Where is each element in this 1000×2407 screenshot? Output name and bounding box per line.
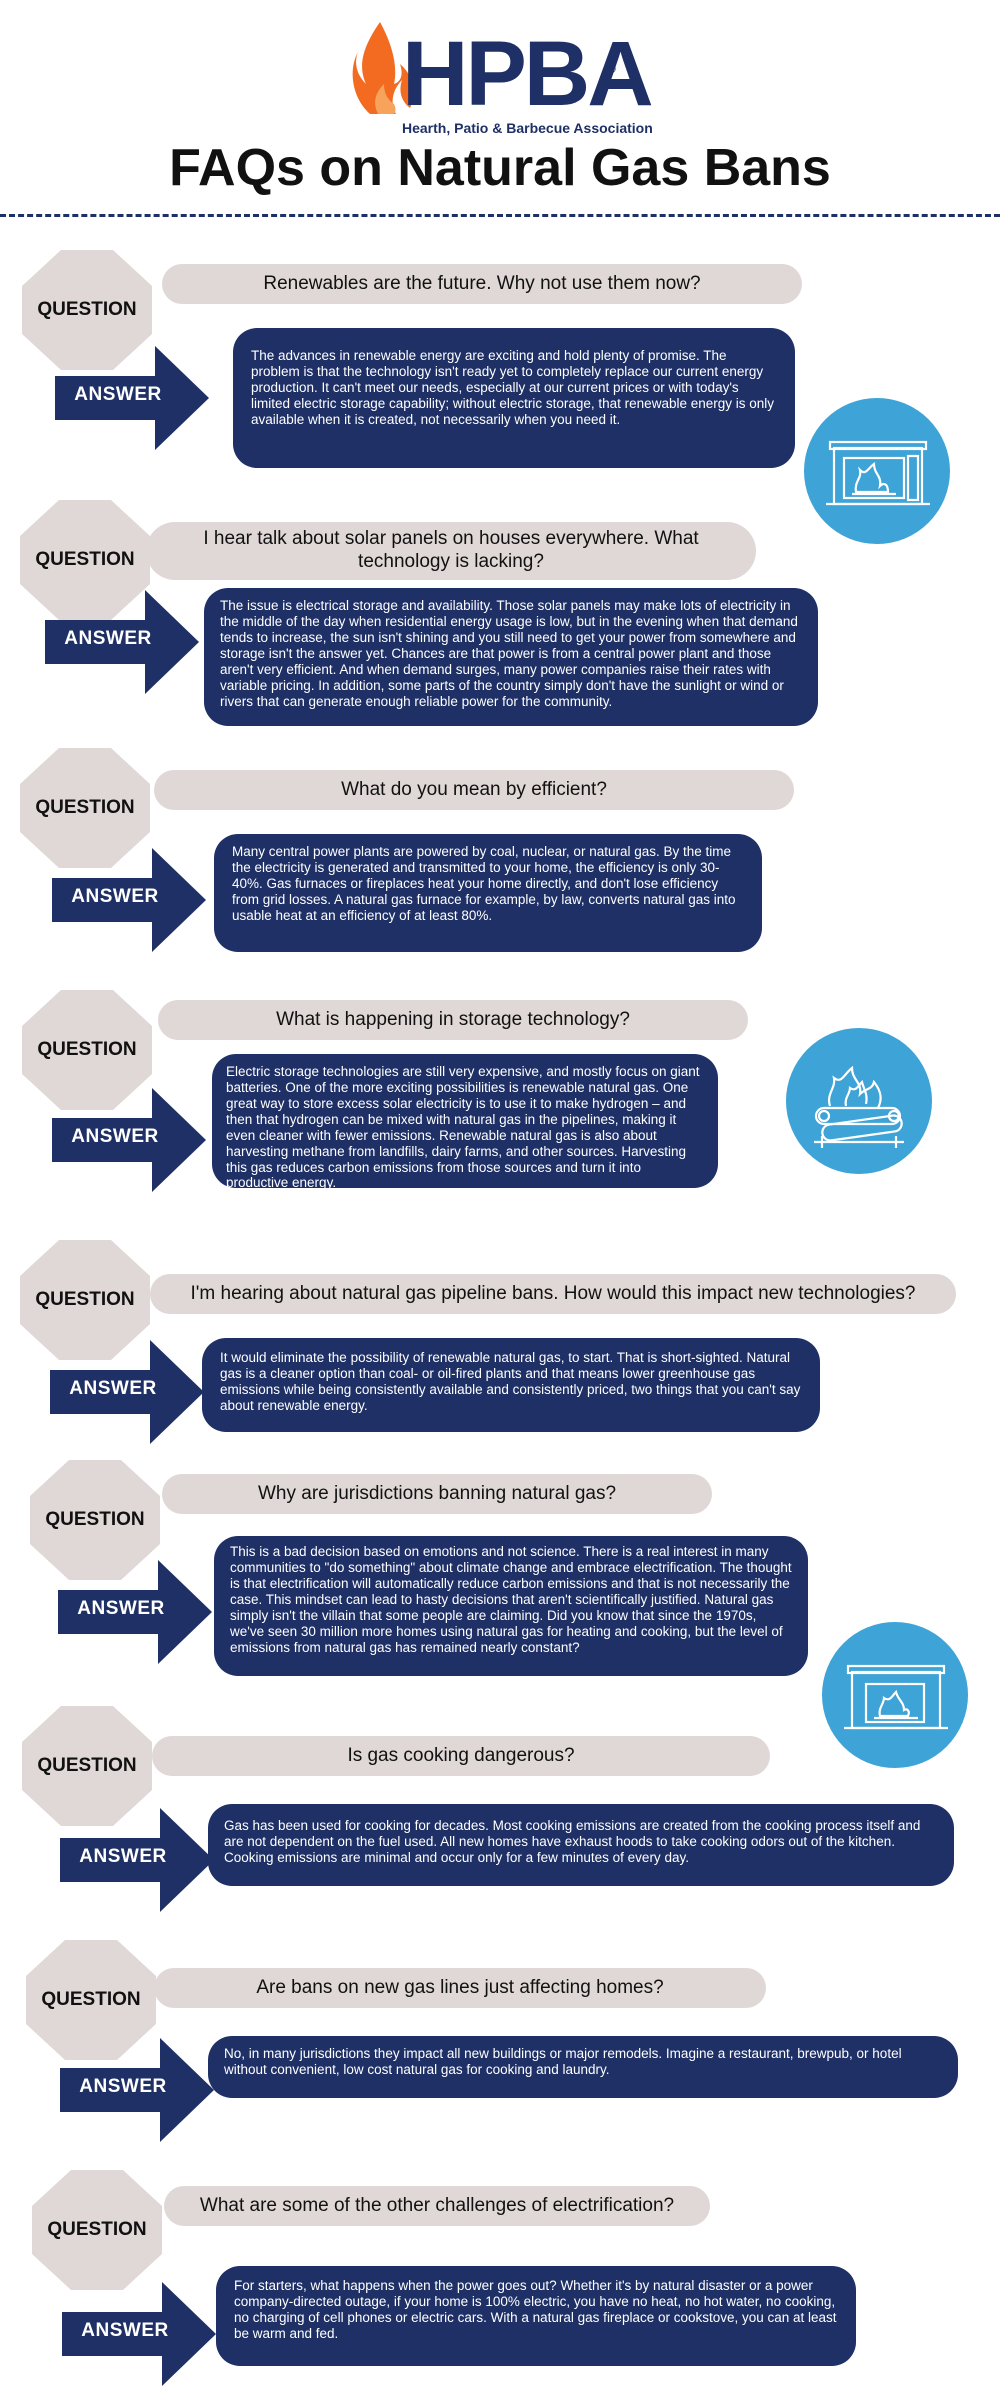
answer-box: It would eliminate the possibility of re…	[202, 1338, 820, 1432]
question-text-box: What are some of the other challenges of…	[164, 2186, 710, 2226]
answer-text: The issue is electrical storage and avai…	[220, 598, 798, 709]
question-text-box: I'm hearing about natural gas pipeline b…	[150, 1274, 956, 1314]
answer-arrow: ANSWER	[45, 590, 199, 694]
illustration-fireplace-1	[804, 398, 950, 544]
answer-text: Many central power plants are powered by…	[232, 844, 736, 923]
question-badge: QUESTION	[22, 990, 152, 1110]
question-text: Are bans on new gas lines just affecting…	[256, 1976, 664, 1998]
question-text-box: What is happening in storage technology?	[158, 1000, 748, 1040]
answer-text: For starters, what happens when the powe…	[234, 2278, 837, 2341]
question-badge: QUESTION	[22, 1706, 152, 1826]
answer-box: Many central power plants are powered by…	[214, 834, 762, 952]
question-badge: QUESTION	[30, 1460, 160, 1580]
answer-arrow: ANSWER	[52, 1088, 206, 1192]
answer-box: For starters, what happens when the powe…	[216, 2266, 856, 2366]
question-badge: QUESTION	[20, 1240, 150, 1360]
answer-box: No, in many jurisdictions they impact al…	[208, 2036, 958, 2098]
answer-arrow: ANSWER	[50, 1340, 204, 1444]
question-text-box: Renewables are the future. Why not use t…	[162, 264, 802, 304]
answer-arrow: ANSWER	[58, 1560, 212, 1664]
answer-box: This is a bad decision based on emotions…	[214, 1536, 808, 1676]
answer-arrow: ANSWER	[60, 1808, 214, 1912]
fireplace-icon	[844, 1664, 948, 1730]
question-badge: QUESTION	[32, 2170, 162, 2290]
burning-logs-icon	[814, 1065, 904, 1148]
illustration-burning-logs	[786, 1028, 932, 1174]
question-text-box: Is gas cooking dangerous?	[152, 1736, 770, 1776]
answer-text: Gas has been used for cooking for decade…	[224, 1818, 921, 1865]
answer-text: This is a bad decision based on emotions…	[230, 1544, 792, 1655]
question-text: What is happening in storage technology?	[276, 1008, 630, 1030]
fireplace-icon	[826, 440, 930, 506]
illustration-fireplace-2	[822, 1622, 968, 1768]
answer-box: Gas has been used for cooking for decade…	[208, 1804, 954, 1886]
question-badge: QUESTION	[22, 250, 152, 370]
question-text: What are some of the other challenges of…	[199, 2194, 675, 2216]
page-title: FAQs on Natural Gas Bans	[169, 139, 831, 197]
question-text: I'm hearing about natural gas pipeline b…	[190, 1282, 916, 1304]
question-text: Is gas cooking dangerous?	[347, 1744, 575, 1766]
logo-subtitle: Hearth, Patio & Barbecue Association	[402, 120, 653, 136]
flame-icon	[352, 22, 414, 114]
question-text: I hear talk about solar panels on houses…	[203, 528, 699, 572]
question-badge: QUESTION	[26, 1940, 156, 2060]
answer-text: It would eliminate the possibility of re…	[220, 1350, 801, 1413]
answer-box: Electric storage technologies are still …	[212, 1054, 718, 1191]
answer-arrow: ANSWER	[60, 2038, 214, 2142]
answer-arrow: ANSWER	[62, 2282, 216, 2386]
question-text-box: Are bans on new gas lines just affecting…	[154, 1968, 766, 2008]
question-text: What do you mean by efficient?	[341, 778, 607, 800]
hpba-logo[interactable]: HPBA ® Hearth, Patio & Barbecue Associat…	[352, 18, 654, 138]
answer-arrow: ANSWER	[52, 848, 206, 952]
answer-text: The advances in renewable energy are exc…	[251, 348, 775, 427]
dashed-divider	[0, 214, 1000, 217]
answer-box: The issue is electrical storage and avai…	[204, 588, 818, 726]
answer-arrow: ANSWER	[55, 346, 209, 450]
answer-text: Electric storage technologies are still …	[226, 1064, 700, 1191]
question-text-box: Why are jurisdictions banning natural ga…	[162, 1474, 712, 1514]
question-badge: QUESTION	[20, 748, 150, 868]
answer-box: The advances in renewable energy are exc…	[233, 328, 795, 468]
registered-mark: ®	[607, 62, 616, 76]
question-badge: QUESTION	[20, 500, 150, 620]
question-text: Why are jurisdictions banning natural ga…	[257, 1482, 617, 1504]
question-text-box: What do you mean by efficient?	[154, 770, 794, 810]
question-text: Renewables are the future. Why not use t…	[263, 272, 701, 294]
answer-text: No, in many jurisdictions they impact al…	[224, 2046, 902, 2077]
logo-wordmark: HPBA	[402, 23, 654, 125]
question-text-box: I hear talk about solar panels on houses…	[146, 522, 756, 580]
header: HPBA ® Hearth, Patio & Barbecue Associat…	[0, 0, 1000, 220]
